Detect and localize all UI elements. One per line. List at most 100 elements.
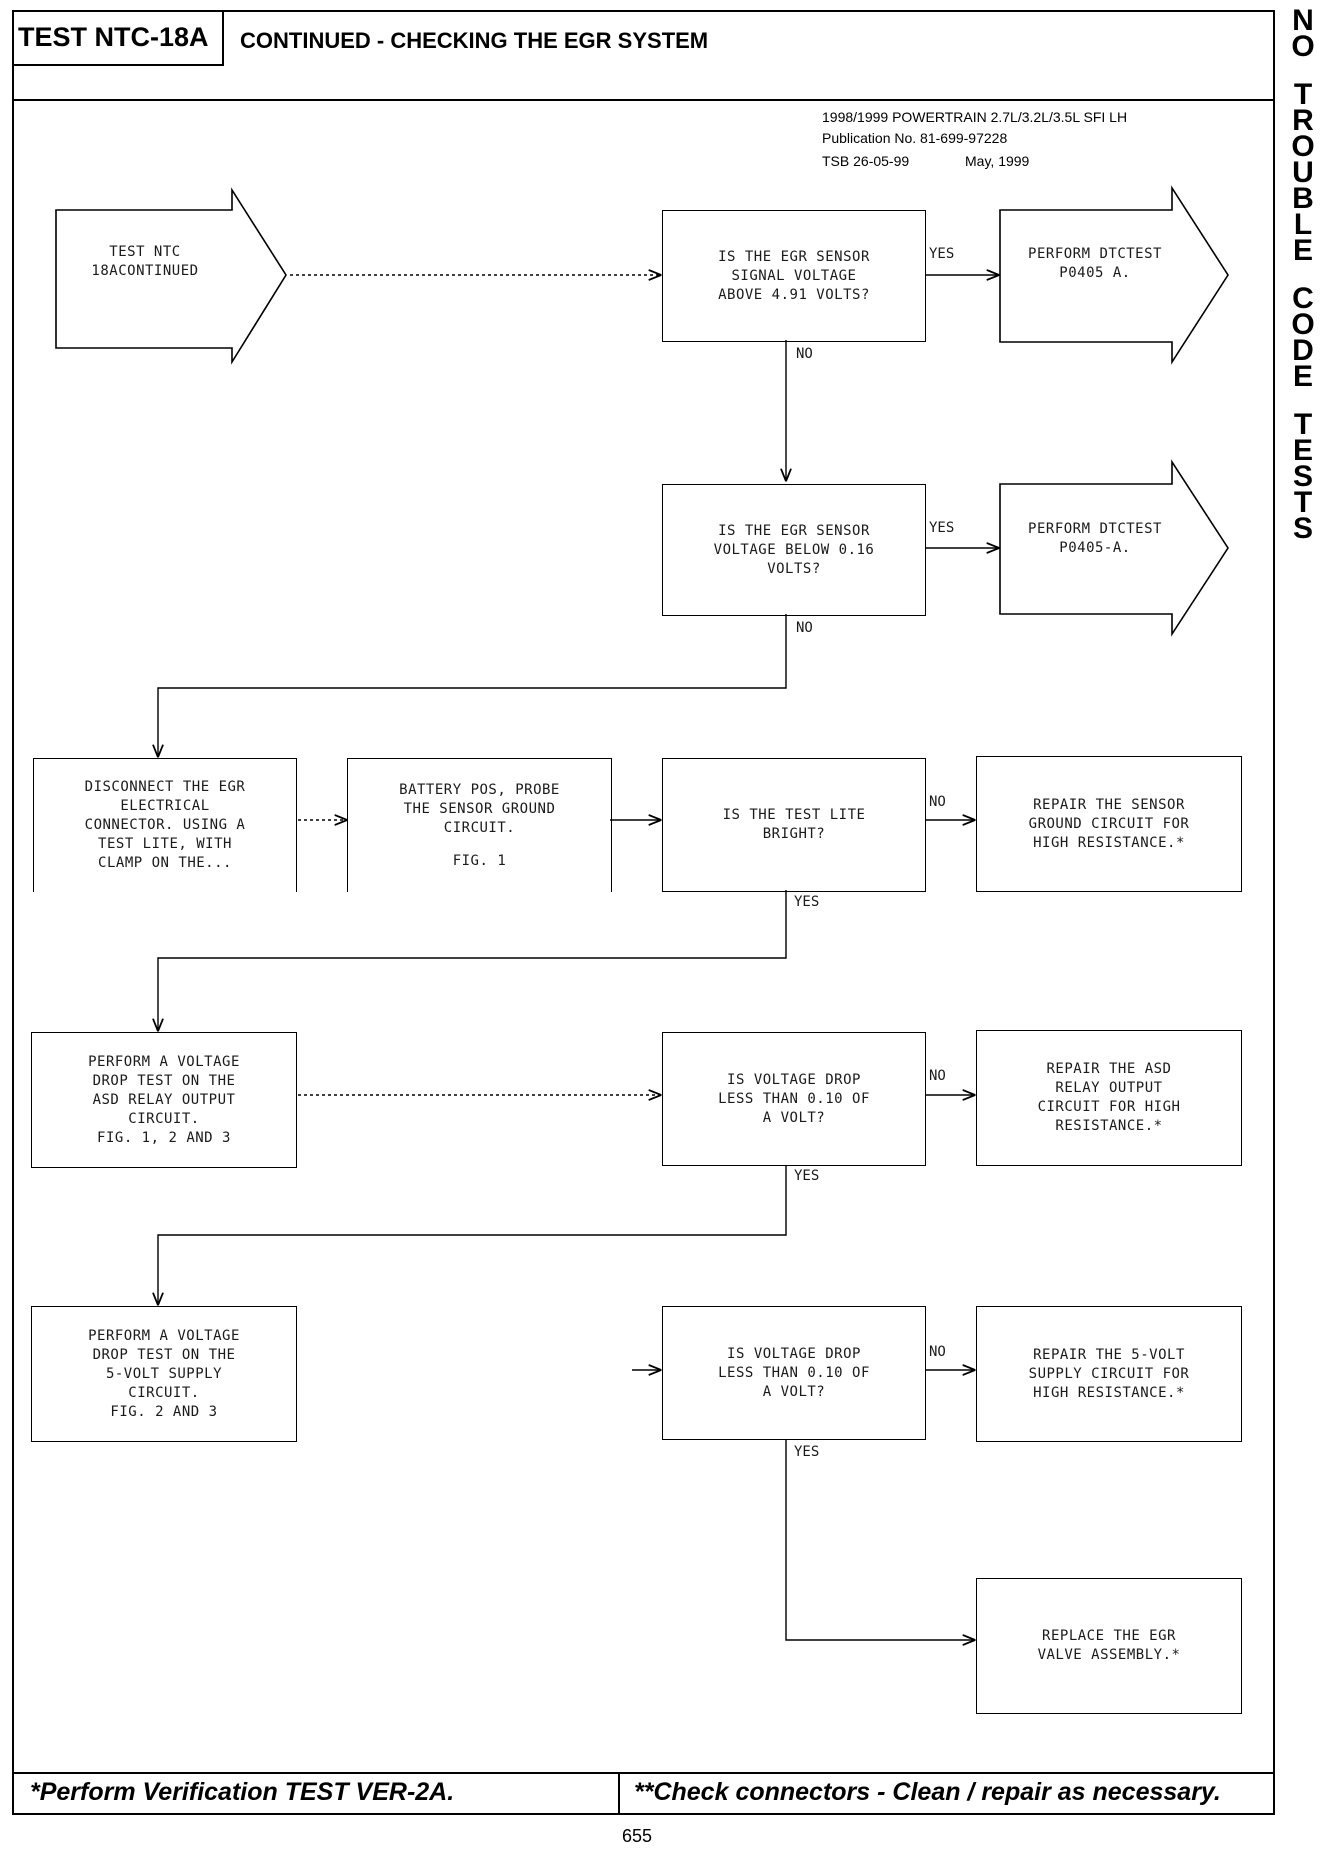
box-text-line: HIGH RESISTANCE.* xyxy=(1033,1384,1185,1401)
box-text-line: TEST P0405-A. xyxy=(1059,521,1162,556)
box-text-line: DROP TEST ON THE xyxy=(92,1346,236,1363)
tsb-number: TSB 26-05-99 xyxy=(822,153,910,169)
q5-no-label: NO xyxy=(929,1344,946,1360)
box-text-line: REPAIR THE 5-VOLT xyxy=(1033,1346,1185,1363)
box-text-line: VALVE ASSEMBLY.* xyxy=(1037,1647,1181,1663)
side-tab-letter: U xyxy=(1292,156,1314,189)
box-text-line: CIRCUIT. xyxy=(128,1110,200,1127)
figure-reference: FIG. 1 xyxy=(452,852,507,869)
box-text-line: DROP TEST ON THE xyxy=(92,1072,236,1089)
q2-yes-label: YES xyxy=(929,520,955,536)
repair-box-5volt-supply: REPAIR THE 5-VOLT SUPPLY CIRCUIT FOR HIGH … xyxy=(976,1306,1242,1442)
box-text-line: TEST P0405 A. xyxy=(1059,246,1162,281)
side-tab-letter: O xyxy=(1291,130,1315,163)
question-box-voltage-drop-2: IS VOLTAGE DROP LESS THAN 0.10 OF A VOLT? xyxy=(662,1306,926,1440)
q1-yes-label: YES xyxy=(929,246,955,262)
side-tab-letter: T xyxy=(1293,408,1313,441)
box-text-line: IS THE TEST LITE xyxy=(722,807,866,823)
side-tab-letter: L xyxy=(1293,208,1313,241)
publication-date: May, 1999 xyxy=(965,153,1030,169)
repair-box-asd-relay: REPAIR THE ASD RELAY OUTPUT CIRCUIT FOR HI… xyxy=(976,1030,1242,1166)
step-box-disconnect-connector: DISCONNECT THE EGR ELECTRICAL CONNECTOR. U… xyxy=(33,758,297,892)
side-tab-letter: S xyxy=(1292,512,1313,545)
box-text-line: HIGH RESISTANCE.* xyxy=(1033,834,1185,851)
box-text-line: ELECTRICAL xyxy=(120,798,210,814)
r2-arrow-shape xyxy=(999,459,1229,637)
side-tab-letter: D xyxy=(1292,334,1314,367)
box-text-line: A VOLT? xyxy=(762,1383,826,1400)
r1-arrow-shape xyxy=(999,185,1229,365)
box-text-line: ASD RELAY OUTPUT xyxy=(92,1091,236,1108)
box-text-line: RELAY OUTPUT xyxy=(1055,1080,1163,1096)
footer-divider xyxy=(618,1772,620,1815)
side-tab-letter: O xyxy=(1291,30,1315,63)
box-text-line: CONTINUED xyxy=(118,263,199,279)
q3-yes-label: YES xyxy=(794,894,820,910)
box-text-line: IS VOLTAGE DROP xyxy=(727,1345,861,1362)
box-text-line: IS VOLTAGE DROP xyxy=(727,1071,861,1088)
side-tab-letter: E xyxy=(1292,434,1313,467)
side-tab-letter: R xyxy=(1292,104,1314,137)
side-tab-letter: T xyxy=(1293,78,1313,111)
box-text-line: THE SENSOR GROUND xyxy=(403,800,556,817)
side-tab-letter: E xyxy=(1292,360,1313,393)
q1-no-label: NO xyxy=(796,346,813,362)
page-number: 655 xyxy=(622,1826,653,1846)
box-text-line: PERFORM DTC xyxy=(1028,521,1127,537)
start-arrow-shape xyxy=(55,187,287,365)
box-text-line: PERFORM DTC xyxy=(1028,246,1127,262)
side-tab-letter: O xyxy=(1291,308,1315,341)
r1-box-text: PERFORM DTCTEST P0405 A. xyxy=(1010,245,1180,283)
box-text-line: CIRCUIT FOR HIGH xyxy=(1037,1099,1181,1115)
q3-no-label: NO xyxy=(929,794,946,810)
test-id: TEST NTC-18A xyxy=(18,22,209,52)
box-text-line: IS THE EGR SENSOR xyxy=(718,248,870,265)
side-tab-letter: N xyxy=(1292,4,1314,37)
box-text-line: LESS THAN 0.10 OF xyxy=(718,1364,870,1381)
q4-yes-label: YES xyxy=(794,1168,820,1184)
box-text-line: TEST LITE, WITH xyxy=(98,836,232,852)
publication-line-1: 1998/1999 POWERTRAIN 2.7L/3.2L/3.5L SFI … xyxy=(822,109,1128,125)
publication-number: Publication No. 81-699-97228 xyxy=(822,130,1008,146)
box-text-line: FIG. 2 AND 3 xyxy=(110,1403,218,1420)
footer-verification-note: *Perform Verification TEST VER-2A. xyxy=(30,1778,455,1806)
box-text-line: CIRCUIT. xyxy=(443,819,516,836)
r2-box-text: PERFORM DTCTEST P0405-A. xyxy=(1010,520,1180,558)
side-tab-letter: S xyxy=(1292,460,1313,493)
box-text-line: FIG. 1, 2 AND 3 xyxy=(97,1129,231,1146)
box-text-line: CLAMP ON THE... xyxy=(98,855,232,871)
side-tab-letter: E xyxy=(1292,234,1313,267)
box-text-line: A VOLT? xyxy=(762,1109,826,1126)
box-text-line: RESISTANCE.* xyxy=(1055,1118,1163,1134)
box-text-line: 5-VOLT SUPPLY xyxy=(105,1365,223,1382)
box-text-line: VOLTAGE BELOW 0.16 xyxy=(713,541,875,558)
box-text-line: DISCONNECT THE EGR xyxy=(84,779,246,795)
repair-box-replace-egr-valve: REPLACE THE EGR VALVE ASSEMBLY.* xyxy=(976,1578,1242,1714)
box-text-line: TEST NTC 18A xyxy=(91,244,181,279)
box-text-line: CONNECTOR. USING A xyxy=(84,817,246,833)
box-text-line: PERFORM A VOLTAGE xyxy=(88,1053,240,1070)
box-text-line: REPAIR THE ASD xyxy=(1046,1061,1172,1077)
test-id-box xyxy=(12,10,224,66)
question-box-test-lite: IS THE TEST LITE BRIGHT? xyxy=(662,758,926,892)
q5-yes-label: YES xyxy=(794,1444,820,1460)
box-text-line: ABOVE 4.91 VOLTS? xyxy=(718,286,870,303)
box-text-line: VOLTS? xyxy=(767,560,821,577)
box-text-line: SIGNAL VOLTAGE xyxy=(731,267,857,284)
footer-bar xyxy=(12,1772,1275,1815)
box-text-line: SUPPLY CIRCUIT FOR xyxy=(1028,1365,1190,1382)
box-text-line: REPLACE THE EGR xyxy=(1042,1628,1176,1644)
footer-connector-note: **Check connectors - Clean / repair as n… xyxy=(634,1778,1221,1806)
side-tab-letter: B xyxy=(1292,182,1314,215)
box-text-line: REPAIR THE SENSOR xyxy=(1033,796,1185,813)
question-box-signal-voltage: IS THE EGR SENSOR SIGNAL VOLTAGE ABOVE 4.9… xyxy=(662,210,926,342)
side-tab-letter: C xyxy=(1292,282,1314,315)
q4-no-label: NO xyxy=(929,1068,946,1084)
box-text-line: IS THE EGR SENSOR xyxy=(718,522,870,539)
box-text-line: BRIGHT? xyxy=(762,826,826,842)
page-title: CONTINUED - CHECKING THE EGR SYSTEM xyxy=(240,28,709,53)
